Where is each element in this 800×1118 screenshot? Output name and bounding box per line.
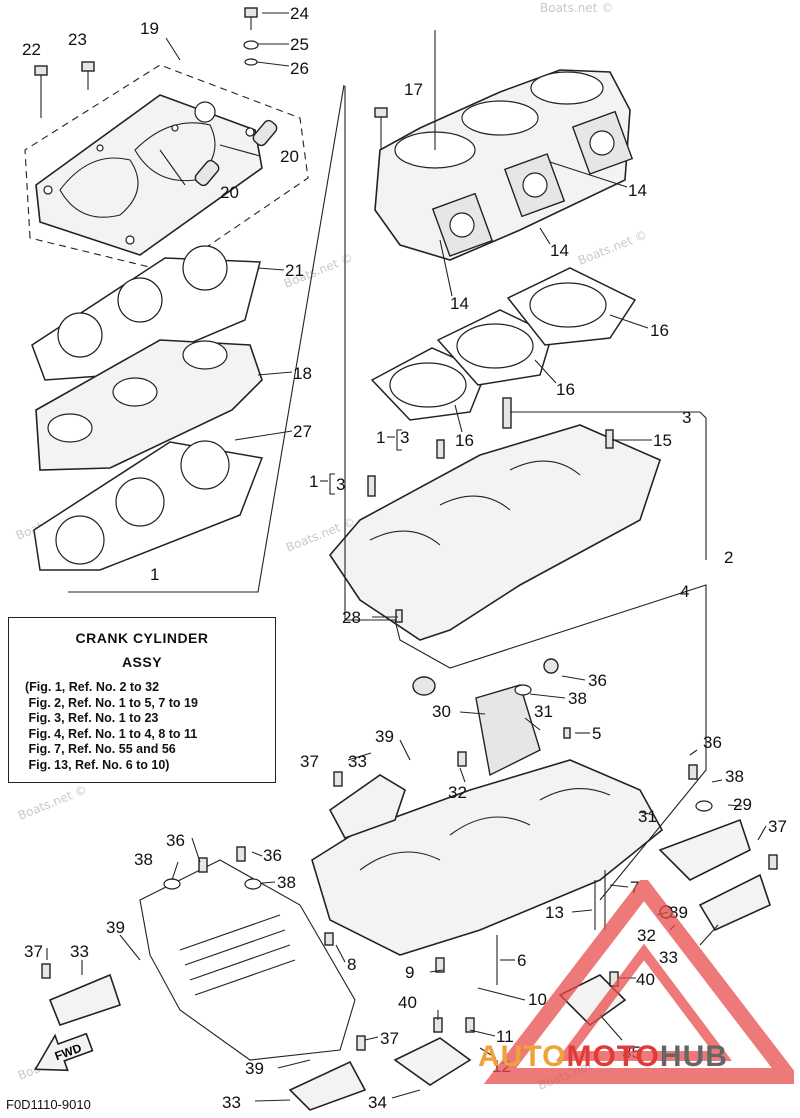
assembly-info-box: CRANK CYLINDER ASSY (Fig. 1, Ref. No. 2 … [8,617,276,783]
callout-1: 1 [376,428,385,447]
callout-38: 38 [725,767,744,786]
callout-32: 32 [637,926,656,945]
callout-18: 18 [293,364,312,383]
callout-10: 10 [528,990,547,1009]
logo-part-hub: HUB [659,1040,728,1073]
callout-26: 26 [290,59,309,78]
callout-37: 37 [380,1029,399,1048]
bolts-top [34,7,388,158]
callout-16: 16 [650,321,669,340]
callout-39: 39 [245,1059,264,1078]
base-gasket [33,440,264,571]
callout-39: 39 [106,918,125,937]
callout-14: 14 [550,241,569,260]
info-line: Fig. 3, Ref. No. 1 to 23 [25,711,159,725]
callout-37: 37 [24,942,43,961]
watermark: Boats.net © [540,1,613,15]
callout-labels: 24 25 26 22 23 19 17 20 20 14 14 14 21 1… [22,4,787,1112]
crankcase-lower [311,676,664,956]
callout-38: 38 [277,873,296,892]
callout-20: 20 [220,183,239,202]
callout-36: 36 [263,846,282,865]
callout-19: 19 [140,19,159,38]
callout-33: 33 [659,948,678,967]
side-cover [139,859,356,1061]
watermark: Boats.net © [576,227,649,267]
callout-13: 13 [545,903,564,922]
callout-38: 38 [568,689,587,708]
bracket-marks [320,429,402,495]
callout-38: 38 [134,850,153,869]
callout-40: 40 [398,993,417,1012]
callout-6: 6 [517,951,526,970]
callout-23: 23 [68,30,87,49]
info-subtitle: ASSY [121,654,163,670]
callout-1: 1 [309,472,318,491]
info-line: Fig. 2, Ref. No. 1 to 5, 7 to 19 [25,695,198,710]
bracket-lines [68,84,707,901]
callout-4: 4 [680,582,689,601]
info-reference-list: (Fig. 1, Ref. No. 2 to 32 Fig. 2, Ref. N… [25,680,198,773]
callout-33: 33 [70,942,89,961]
callout-24: 24 [290,4,309,23]
info-line: Fig. 4, Ref. No. 1 to 4, 8 to 11 [25,726,198,741]
callout-20: 20 [280,147,299,166]
callout-40: 40 [636,970,655,989]
info-title: CRANK CYLINDER [75,630,209,646]
callout-33: 33 [222,1093,241,1112]
automotohub-logo-text: AUTOMOTOHUB [478,1040,728,1074]
cylinder-block [374,69,634,261]
callout-11: 11 [496,1027,514,1046]
callout-1: 1 [150,565,159,584]
logo-part-auto: AUTO [478,1040,567,1073]
automotohub-logo [483,880,794,1084]
callout-37: 37 [300,752,319,771]
callout-5: 5 [592,724,601,743]
callout-29: 29 [733,795,752,814]
logo-part-moto: MOTO [566,1040,660,1073]
callout-31: 31 [534,702,553,721]
callout-36: 36 [703,733,722,752]
cylinder-head [35,339,263,471]
callout-14: 14 [628,181,647,200]
cylinder-gaskets [370,267,637,421]
callout-2: 2 [724,548,733,567]
callout-8: 8 [347,955,356,974]
info-line: Fig. 7, Ref. No. 55 and 56 [25,742,176,756]
callout-14: 14 [450,294,469,313]
callout-3: 3 [682,408,691,427]
watermark: Boats.net © [16,782,89,822]
callout-30: 30 [432,702,451,721]
callout-31: 31 [638,807,657,826]
crankcase-upper [328,397,661,641]
cylinder-head-cover [24,64,309,273]
callout-28: 28 [342,608,361,627]
callout-17: 17 [404,80,423,99]
callout-37: 37 [768,817,787,836]
small-fasteners [41,658,778,1051]
figure-code: F0D1110-9010 [6,1097,91,1112]
head-gasket [31,245,261,381]
callout-39: 39 [375,727,394,746]
callout-3: 3 [336,475,345,494]
callout-16: 16 [455,431,474,450]
callout-36: 36 [588,671,607,690]
info-line: (Fig. 1, Ref. No. 2 to 32 [25,680,160,694]
engine-mounts [48,774,771,1111]
info-line: Fig. 13, Ref. No. 6 to 10) [25,757,170,772]
leader-lines [46,12,767,1102]
callout-3: 3 [400,428,409,447]
callout-22: 22 [22,40,41,59]
callout-15: 15 [653,431,672,450]
callout-16: 16 [556,380,575,399]
callout-34: 34 [368,1093,387,1112]
callout-27: 27 [293,422,312,441]
callout-25: 25 [290,35,309,54]
callout-32: 32 [448,783,467,802]
callout-21: 21 [285,261,304,280]
callout-9: 9 [405,963,414,982]
callout-33: 33 [348,752,367,771]
callout-36: 36 [166,831,185,850]
